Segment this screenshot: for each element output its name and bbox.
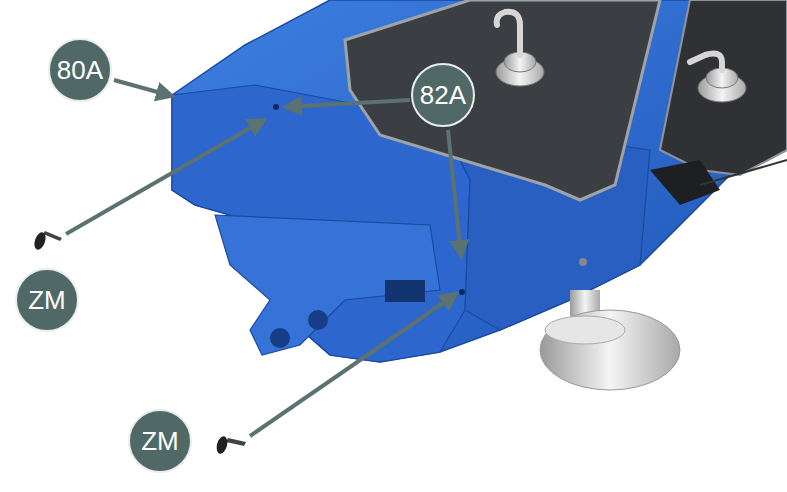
chrome-hook [496,12,544,86]
chrome-knob [540,290,680,390]
bracket [215,215,440,355]
chrome-hook [690,54,746,102]
callout-number: 80A [48,38,112,102]
blue-panel [172,0,787,362]
leader-arrows [66,80,461,436]
callout-number: ZM [15,268,79,332]
callout-number: ZM [128,409,192,473]
callout-number: 82A [411,63,475,127]
screw [215,435,246,455]
dark-strip [660,0,787,175]
screw [32,231,62,251]
